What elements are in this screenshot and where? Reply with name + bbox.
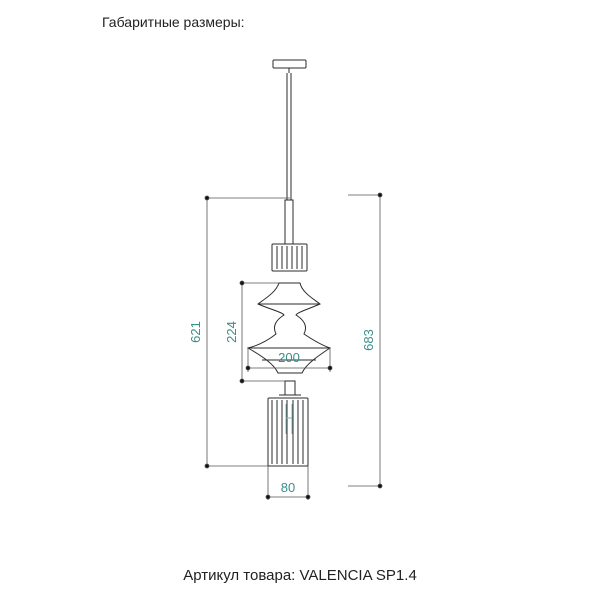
dimension-200-label: 200: [278, 350, 300, 365]
tiered-shade: [246, 282, 332, 374]
dimension-200-line: [245, 348, 333, 372]
connector-tube: [284, 199, 294, 245]
dimension-621-label: 621: [188, 321, 203, 343]
lower-ribbed-glass: [267, 397, 309, 467]
dimension-80-line: [265, 466, 311, 500]
upper-ribbed-glass: [271, 243, 308, 272]
dimension-224-label: 224: [224, 321, 239, 343]
dimension-683-line: [348, 192, 383, 489]
dimension-80-label: 80: [281, 480, 295, 495]
lower-holder: [284, 380, 296, 396]
dimension-683-label: 683: [361, 329, 376, 351]
dimension-621-line: [204, 195, 290, 469]
ceiling-canopy: [272, 59, 307, 69]
bulb-icon: [285, 404, 293, 434]
article-number: Артикул товара: VALENCIA SP1.4: [183, 567, 417, 584]
dimensions-title: Габаритные размеры:: [102, 14, 245, 30]
dimension-224-line: [239, 280, 285, 384]
